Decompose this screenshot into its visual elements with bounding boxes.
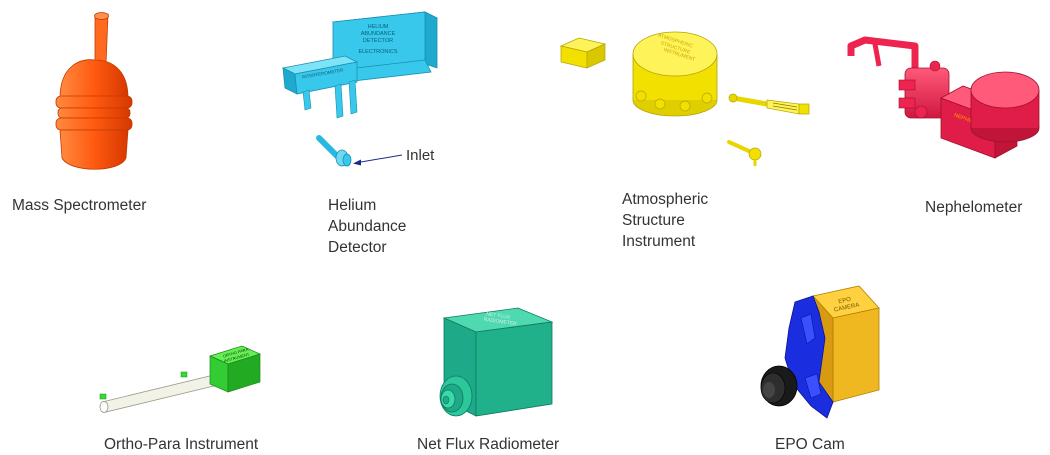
helium-box-text-1: HELIUM (368, 24, 389, 30)
epo-box-text-1: EPO (838, 297, 852, 306)
mass-spectrometer-label: Mass Spectrometer (12, 197, 147, 214)
epo-cam-model: EPO CAMERA (760, 285, 880, 419)
nfr-box-text-2: RADIOMETER (483, 317, 517, 328)
net-flux-radiometer-label: Net Flux Radiometer (417, 436, 560, 453)
atmospheric-structure-instrument-model: ATMOSPHERIC STRUCTURE INSTRUMENT (559, 31, 810, 166)
helium-box-text-3: DETECTOR (363, 38, 393, 44)
epo-box-text-2: CAMERA (834, 302, 860, 313)
atmospheric-structure-instrument-label: Atmospheric Structure Instrument (622, 191, 709, 250)
helium-abundance-detector-label: Helium Abundance Detector (328, 197, 407, 256)
inlet-callout-label: Inlet (406, 147, 435, 164)
helium-abundance-detector-model: HELIUM ABUNDANCE DETECTOR ELECTRONICS IN… (281, 11, 439, 167)
helium-box-text-2: ABUNDANCE (361, 31, 396, 37)
net-flux-radiometer-model: NET FLUX RADIOMETER (439, 307, 554, 417)
ortho-para-instrument-label: Ortho-Para Instrument (104, 436, 259, 453)
helium-box-text-4: ELECTRONICS (358, 49, 397, 55)
nephelometer-model: NEPHELOMETER (847, 36, 1040, 159)
epo-cam-label: EPO Cam (775, 436, 845, 453)
nfr-box-text-1: NET FLUX (486, 311, 511, 320)
mass-spectrometer-model (55, 12, 133, 170)
nephelometer-label: Nephelometer (925, 199, 1023, 216)
ortho-para-instrument-model: ORTHO PARA INSTRUMENT (99, 345, 261, 413)
